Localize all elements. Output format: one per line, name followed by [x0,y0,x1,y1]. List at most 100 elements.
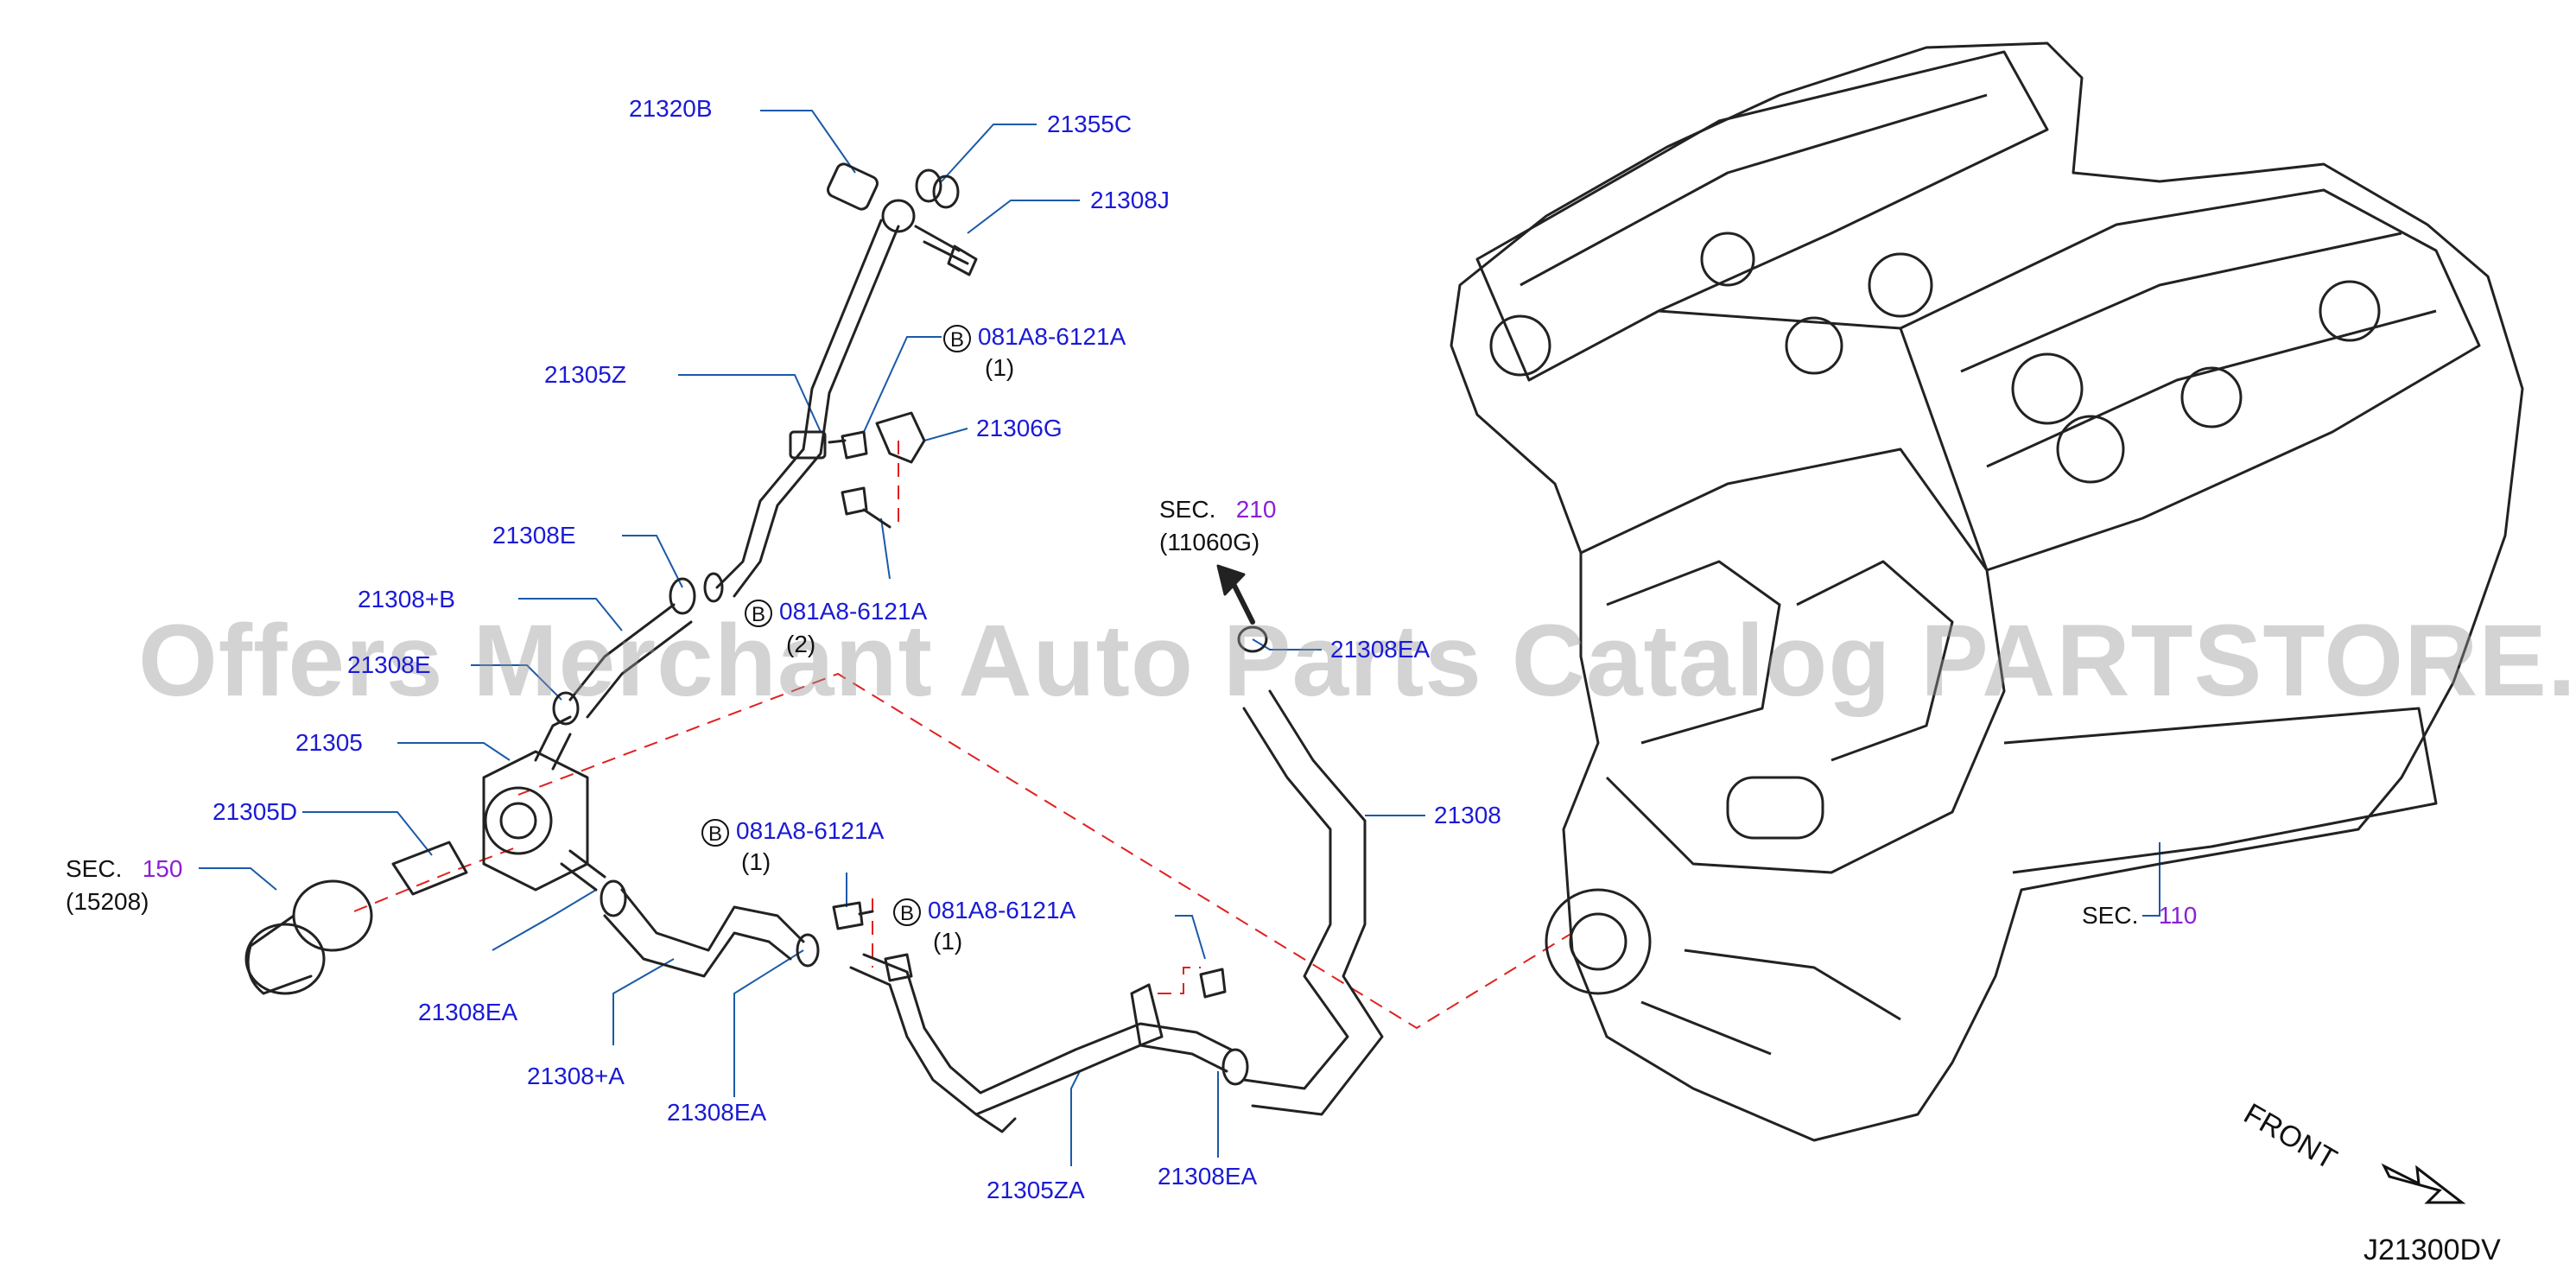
filter-top [292,879,373,952]
bracket-pipe-a [884,953,913,982]
callout-bolt-3: B 081A8-6121A [701,817,884,847]
label-21308EA-right[interactable]: 21308EA [1330,636,1431,663]
label-21308J[interactable]: 21308J [1090,187,1170,213]
bolt-bracket [1199,968,1227,999]
leader-21308E-top [622,535,683,588]
sec210-prefix: SEC. [1159,496,1216,523]
sec110-prefix: SEC. [2082,902,2139,929]
pipe-21305ZA-outer [849,966,1228,1116]
intake-port-2 [1785,316,1843,375]
cooler-outlet-pipe [560,849,606,892]
label-21308[interactable]: 21308 [1434,802,1501,828]
label-21355C[interactable]: 21355C [1047,111,1133,137]
sec210-number[interactable]: 210 [1235,496,1277,523]
label-21308plusA[interactable]: 21308+A [527,1063,625,1089]
engine-outline [1450,41,2524,1142]
callout-bolt-4: B 081A8-6121A [893,897,1075,926]
bolt-lower-1 [832,901,874,930]
leader-sec110 [2142,842,2160,917]
intake-port-1 [1700,232,1755,287]
arrow-sec210-head [1216,564,1246,596]
diagram-code: J21300DV [2363,1234,2501,1266]
front-port [1489,314,1551,377]
clamp-21308E-top [669,577,696,615]
hose-21308plusA-outer [620,888,805,952]
crank-pulley-inner [1569,912,1627,971]
clamp-21308E-low [552,691,580,726]
label-sec210[interactable]: SEC. 210 [1159,496,1276,524]
label-21306G[interactable]: 21306G [976,415,1063,441]
cam-port-4 [2319,280,2381,342]
leader-21308plusB [518,598,623,631]
bracket-21306G [875,411,926,464]
label-21308EA-b[interactable]: 21308EA [667,1099,767,1126]
label-21308EA-c[interactable]: 21308EA [1158,1163,1258,1190]
washer-21355C-a [915,168,942,203]
label-sec210-sub: (11060G) [1159,529,1260,555]
fitting-21320B [827,162,879,211]
label-bolt-code-3[interactable]: 081A8-6121A [736,817,885,844]
sec150-prefix: SEC. [66,855,123,882]
front-arrow-icon [2381,1163,2466,1204]
sec110-number[interactable]: 110 [2158,902,2198,929]
label-21320B[interactable]: 21320B [629,95,713,122]
crank-pulley [1545,888,1652,995]
pipe-clamp [789,430,827,460]
oil-fill-cap [2011,352,2084,425]
label-bolt-qty-2: (2) [786,631,816,657]
bolt-upper-2 [841,486,891,529]
label-bolt-code-2[interactable]: 081A8-6121A [779,598,928,625]
label-21305Z[interactable]: 21305Z [544,361,626,388]
centerline-main [517,672,1573,1030]
bolt-circle-b: B [893,898,921,926]
leader-bolt2 [880,517,891,580]
cooler-21305-ring [484,786,553,855]
label-21308plusB[interactable]: 21308+B [358,586,455,612]
clamp-21308E-top-b [703,572,724,603]
label-bolt-qty-1: (1) [985,354,1015,381]
bolt-upper-1 [828,430,868,460]
centerline-group [353,441,1573,1030]
label-21308EA-a[interactable]: 21308EA [418,999,518,1025]
cam-port-1 [1868,252,1933,318]
cam-port-3 [2180,366,2243,428]
hose-21308plusA-inner [603,914,792,978]
bolt-circle-b: B [943,324,971,352]
leader-21306G [923,428,968,441]
label-bolt-qty-4: (1) [933,928,963,955]
label-21308E-top[interactable]: 21308E [492,522,576,549]
label-21305ZA[interactable]: 21305ZA [987,1177,1085,1203]
label-bolt-qty-3: (1) [741,848,771,875]
label-bolt-code-4[interactable]: 081A8-6121A [928,897,1076,923]
leader-21308plusA [612,958,675,1045]
filter-base [244,923,326,995]
clamp-21308EA-right [1237,625,1268,653]
watermark: Offers Merchant Auto Parts Catalog PARTS… [138,604,2576,718]
callout-bolt-1: B 081A8-6121A [943,323,1126,352]
head-rib-2 [1960,232,2402,373]
bracket-pipe-c [974,1113,1017,1133]
cooler-inlet-pipe [534,715,572,771]
leader-bolt-bracket [1175,915,1206,960]
leader-21320B [760,110,856,174]
label-21305D[interactable]: 21305D [213,798,298,825]
label-21305[interactable]: 21305 [295,729,363,756]
label-sec110[interactable]: SEC. 110 [2082,902,2197,930]
valley-line [1658,309,1901,330]
hose-21308-inner [1251,689,1384,1116]
bolt-circle-b: B [701,818,729,847]
hose-21308plusB-inner [586,620,693,719]
label-21308E-low[interactable]: 21308E [347,651,431,678]
bolt-circle-b: B [745,599,772,627]
leader-bolt1 [863,336,942,433]
label-bolt-code-1[interactable]: 081A8-6121A [978,323,1126,350]
cylinder-head-right [1899,188,2481,572]
block-rib-1 [1606,560,1781,745]
washer-21355C-b [932,175,960,209]
label-sec150[interactable]: SEC. 150 [66,855,182,883]
leader-lines [199,110,2160,1166]
cooler-21305-core [499,802,537,840]
cylinder-head-left [1475,50,2049,382]
sec150-number[interactable]: 150 [142,855,183,882]
